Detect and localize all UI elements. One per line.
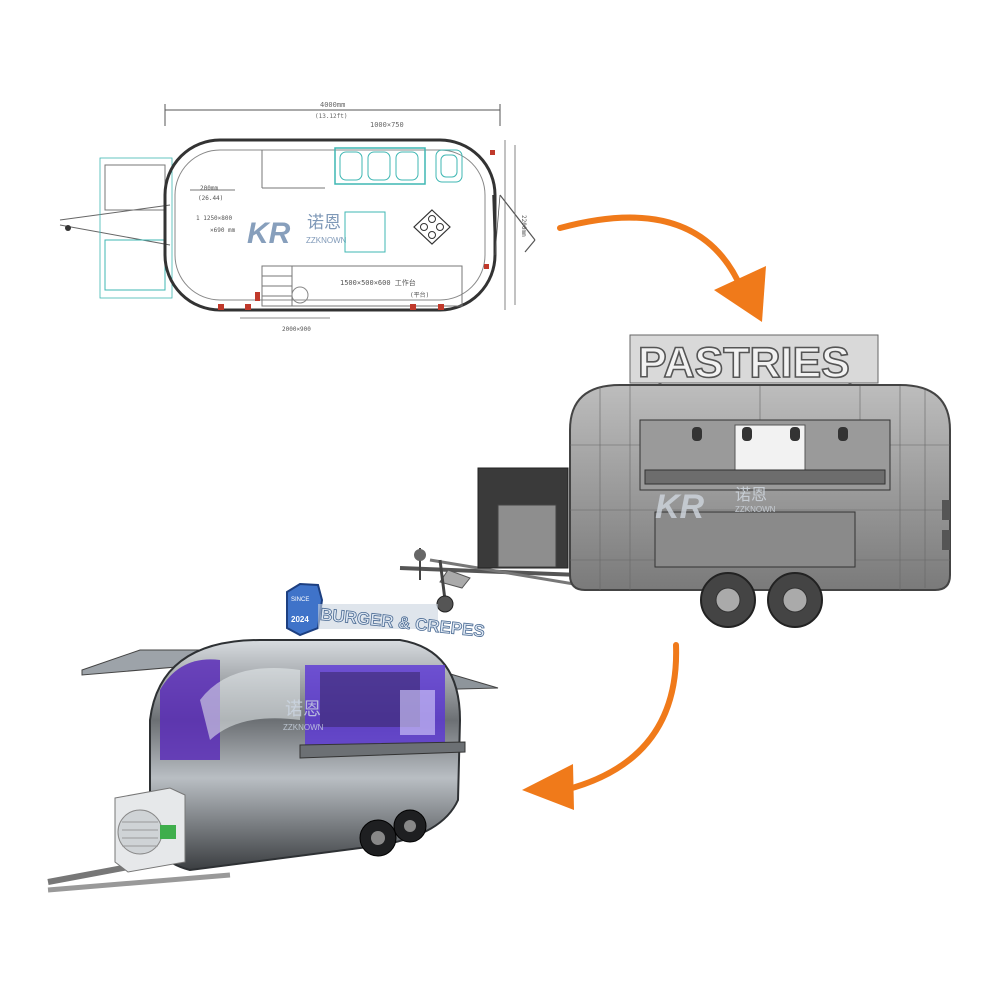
- sink-unit: [334, 147, 463, 185]
- curved-arrow-icon: [557, 214, 766, 322]
- note-counter2-label: (平台): [410, 291, 429, 299]
- stove-icon: [413, 209, 451, 245]
- render-brand-en: ZZKNOWN: [735, 505, 776, 514]
- blueprint-drawing: 4000mm (13.12ft) 1000×750 200mm (26.44) …: [59, 101, 536, 333]
- dim-bottom-label: 2000×900: [282, 326, 311, 333]
- render-trailer: PASTRIES KR: [399, 334, 951, 628]
- dim-sink-label: 1000×750: [370, 121, 404, 129]
- dim-door-sub-label: (26.44): [198, 195, 223, 202]
- generator-box: [104, 164, 166, 211]
- note-table-label: 1 1250×800: [196, 215, 233, 222]
- photo-badge-num: 2024: [291, 615, 309, 624]
- blueprint-brand-en: ZZKNOWN: [306, 236, 347, 245]
- dim-total-sub-label: (13.12ft): [315, 113, 348, 120]
- photo-badge-top: SINCE: [291, 597, 309, 603]
- dim-right-label: 2200mm: [520, 215, 527, 237]
- render-brand-cn: 诺恩: [735, 486, 767, 504]
- photo-trailer: SINCE 2024 BURGER & CREPES 诺恩 ZZKNOWN: [47, 582, 499, 893]
- blueprint-brand-cn: 诺恩: [307, 213, 341, 232]
- note-table2-label: ×690 mm: [210, 227, 236, 234]
- dim-door-label: 200mm: [200, 185, 218, 192]
- render-sign: PASTRIES: [638, 339, 850, 387]
- blueprint-logo: KR: [247, 217, 291, 250]
- photo-brand-cn: 诺恩: [285, 699, 321, 719]
- note-counter-label: 1500×500×600 工作台: [340, 278, 416, 287]
- render-logo: KR: [655, 488, 705, 526]
- trailer-outline: [163, 138, 497, 312]
- photo-brand-en: ZZKNOWN: [283, 723, 324, 732]
- ac-unit: [114, 787, 186, 873]
- dim-total-label: 4000mm: [320, 101, 345, 109]
- curved-arrow-icon: [522, 642, 680, 810]
- tank-box: [104, 239, 166, 291]
